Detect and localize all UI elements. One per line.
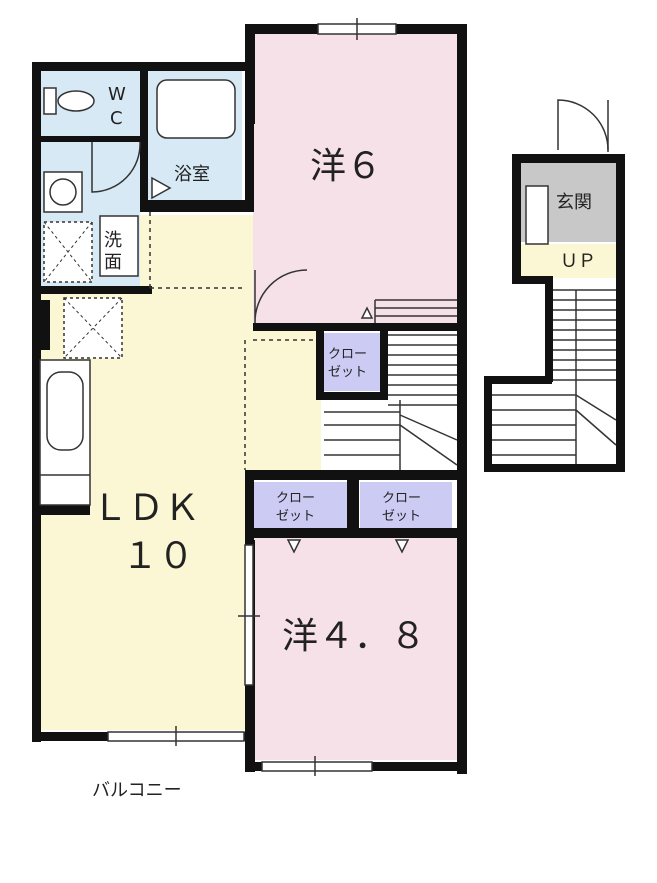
toilet-icon — [43, 87, 95, 115]
ldk-number-label: １０ — [122, 536, 194, 577]
closet-c-label-2: ゼット — [382, 509, 421, 524]
western6-room — [253, 32, 458, 327]
ldk-label: ＬＤＫ — [92, 488, 200, 529]
door-swing-icon — [254, 269, 308, 324]
balcony — [40, 740, 245, 840]
entrance-label: 玄関 — [556, 192, 592, 213]
closet-b-label-2: ゼット — [276, 509, 315, 524]
closet-c-label-1: クロー — [382, 491, 421, 506]
closet-a-label-1: クロー — [328, 347, 367, 362]
washer-icon — [43, 171, 83, 213]
kitchen-sink-icon — [39, 359, 91, 506]
closet-a-label-2: ゼット — [328, 365, 367, 380]
bathtub-icon — [156, 79, 236, 139]
wash-label-1: 洗 — [104, 230, 122, 251]
door-triangle-icon — [286, 539, 302, 554]
washbasin-icon — [99, 215, 139, 277]
window-marks — [107, 18, 397, 776]
closet-c — [360, 482, 452, 529]
western48-label: 洋４．８ — [282, 616, 426, 657]
up-area — [520, 244, 618, 278]
door-triangle-icon — [394, 539, 410, 554]
closet-b-label-1: クロー — [276, 491, 315, 506]
door-triangle-icon — [151, 176, 172, 200]
door-triangle-icon — [360, 306, 374, 319]
wc-label-1: W — [108, 84, 126, 105]
western6-label: 洋６ — [310, 146, 382, 187]
door-swing-icon — [91, 141, 141, 193]
shoe-cabinet-icon — [525, 185, 549, 245]
wash-label-2: 面 — [104, 252, 122, 273]
wc-label-2: C — [110, 108, 123, 129]
laundry-pan-icon — [43, 221, 93, 283]
stairs-main — [324, 299, 458, 470]
entrance-walls — [484, 154, 625, 472]
closet-b — [253, 482, 347, 529]
western48-room — [253, 538, 458, 760]
balcony-label: バルコニー — [92, 780, 182, 801]
hall-area — [253, 330, 321, 470]
bath-label: 浴室 — [174, 164, 210, 185]
stairs-entrance — [492, 289, 617, 464]
fridge-space-icon — [63, 297, 123, 359]
closet-a — [322, 333, 380, 391]
up-label: ＵＰ — [560, 251, 596, 272]
door-swing-icon — [557, 99, 609, 151]
